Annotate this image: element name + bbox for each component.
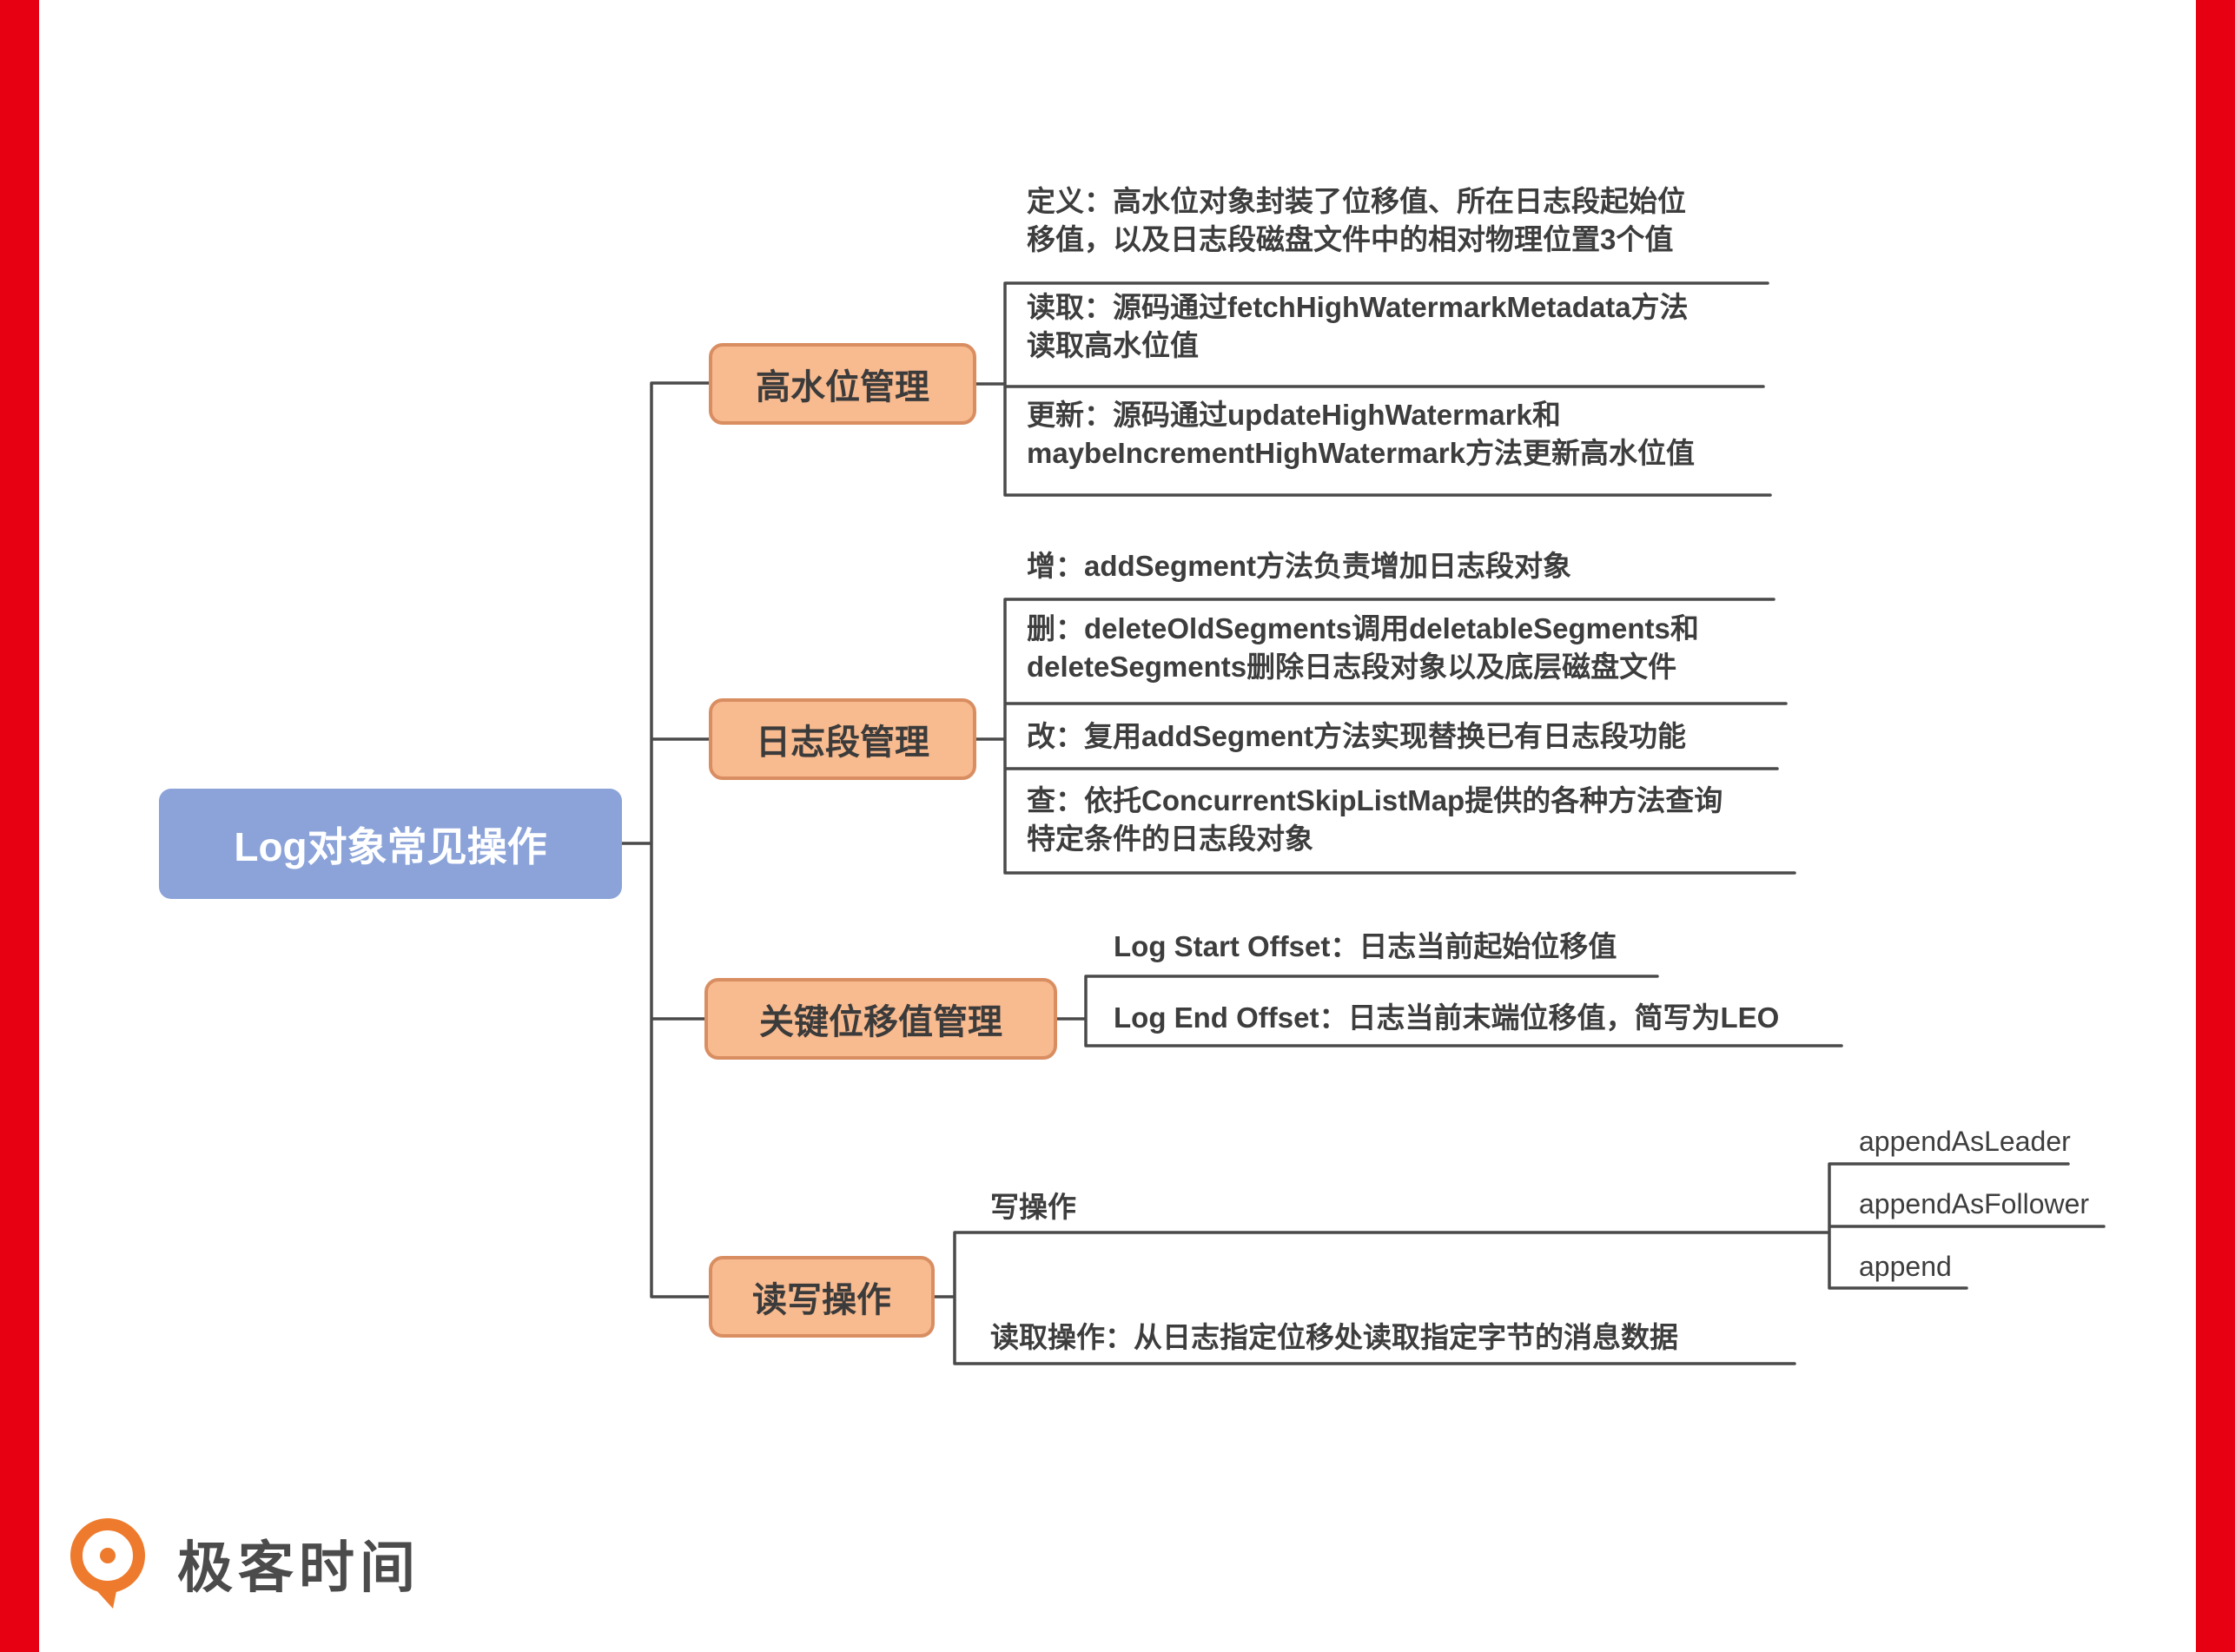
red-accent-bar-right [2196,0,2235,1652]
branch-node-high-watermark: 高水位管理 [709,343,976,425]
branch-node-read-write: 读写操作 [709,1256,935,1338]
leaf-hw-definition: 定义：高水位对象封装了位移值、所在日志段起始位 移值，以及日志段磁盘文件中的相对… [1027,185,1686,255]
red-accent-bar-left [0,0,39,1652]
leaf-read-operation: 读取操作：从日志指定位移处读取指定字节的消息数据 [990,1321,1678,1353]
leaf-append-as-leader: appendAsLeader [1859,1126,2071,1157]
geektime-logo-icon [70,1518,145,1609]
branch-node-log-segment: 日志段管理 [709,698,976,780]
geektime-logo-text: 极客时间 [177,1536,420,1599]
leaf-seg-modify: 改：复用addSegment方法实现替换已有日志段功能 [1027,720,1687,752]
leaf-seg-add: 增：addSegment方法负责增加日志段对象 [1027,550,1572,582]
branch-node-key-offset: 关键位移值管理 [704,978,1057,1060]
leaf-write-operation: 写操作 [990,1191,1076,1223]
leaf-append-as-follower: appendAsFollower [1859,1188,2090,1219]
leaf-append: append [1859,1251,1952,1282]
leaf-seg-delete: 删：deleteOldSegments调用deletableSegments和 … [1027,612,1699,683]
leaf-hw-read: 读取：源码通过fetchHighWatermarkMetadata方法 读取高水… [1027,291,1689,361]
leaf-hw-update: 更新：源码通过updateHighWatermark和 maybeIncreme… [1027,399,1695,469]
root-node-log-operations: Log对象常见操作 [159,789,622,899]
geektime-logo: 极客时间 [63,1515,420,1612]
leaf-log-end-offset: Log End Offset：日志当前末端位移值，简写为LEO [1114,1001,1780,1034]
leaf-seg-query: 查：依托ConcurrentSkipListMap提供的各种方法查询 特定条件的… [1027,784,1723,855]
leaf-log-start-offset: Log Start Offset：日志当前起始位移值 [1114,930,1617,962]
